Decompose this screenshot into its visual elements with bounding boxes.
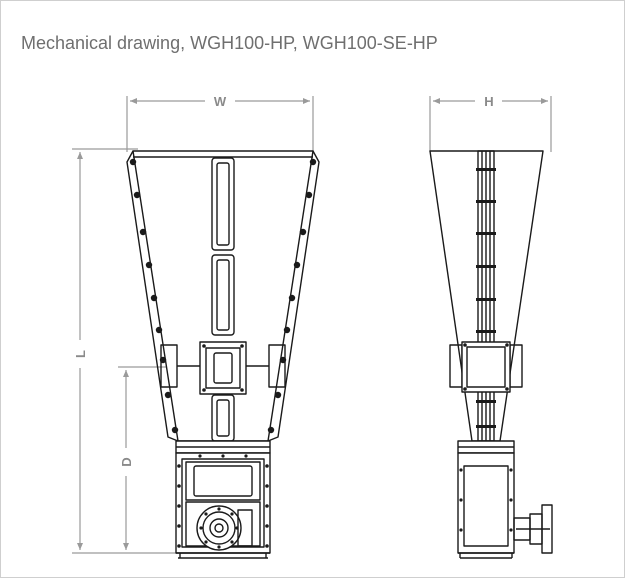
dimension-l-label: L (73, 350, 88, 358)
side-bolt-tabs (476, 168, 496, 428)
figure-caption: Mechanical drawing, WGH100-HP, WGH100-SE… (21, 33, 438, 53)
dimension-lines (72, 96, 552, 554)
dimension-h-label: H (484, 94, 493, 109)
dimension-w-label: W (214, 94, 227, 109)
dimension-d-label: D (119, 457, 134, 466)
side-view (429, 150, 553, 559)
front-view (126, 150, 320, 559)
dimension-labels: W H L D (73, 94, 494, 467)
front-bolt-tabs (129, 158, 317, 434)
